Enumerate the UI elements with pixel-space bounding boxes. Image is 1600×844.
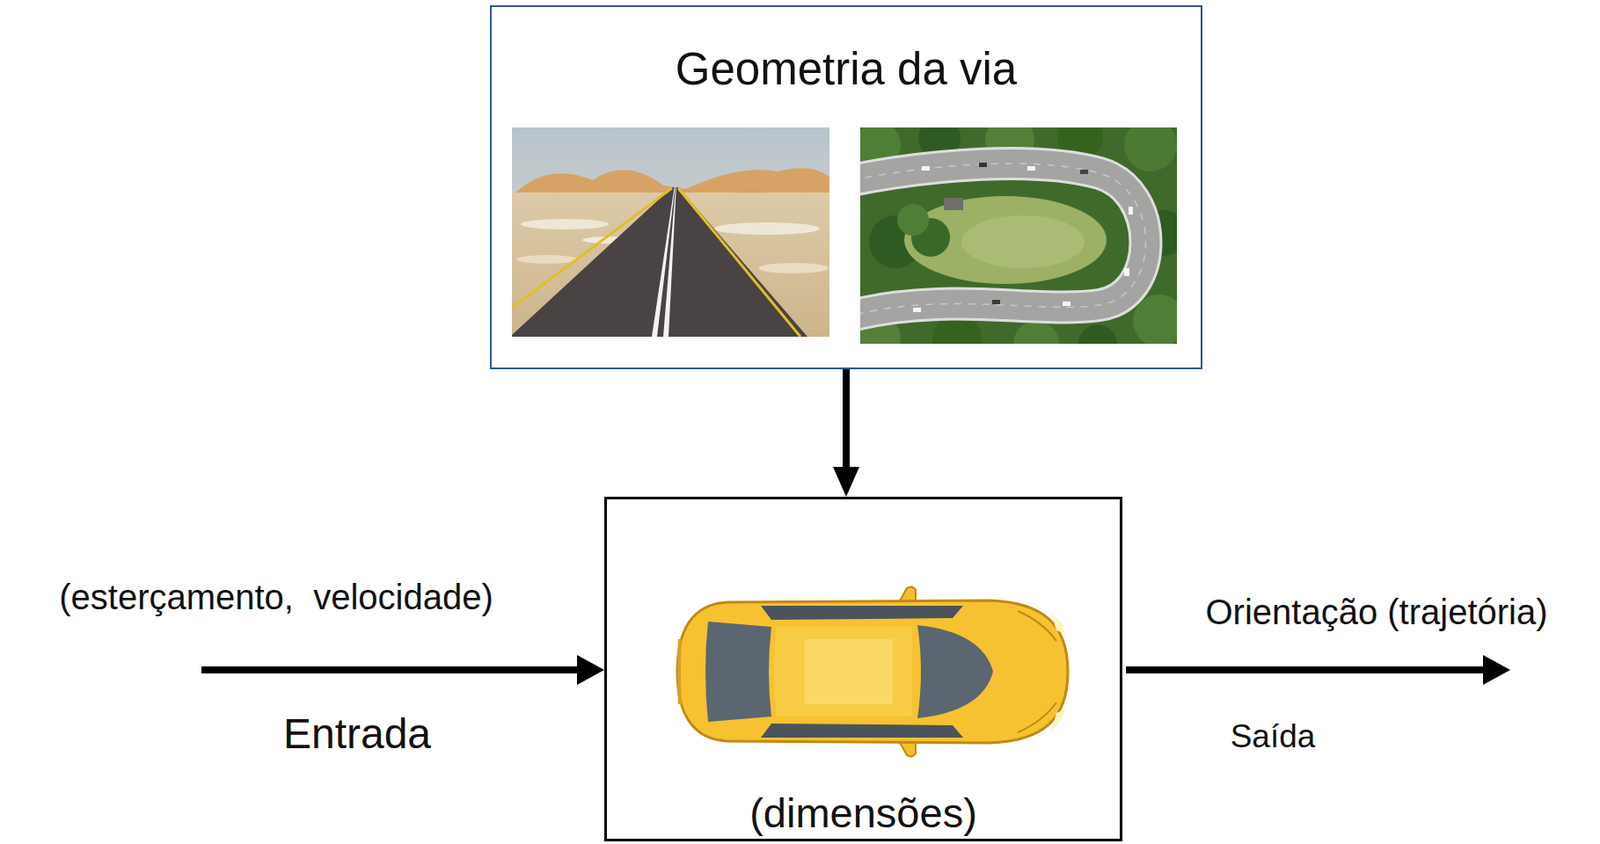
straight-road-photo-part xyxy=(663,187,677,337)
straight-road-photo-part xyxy=(758,263,829,274)
curved-road-photo-part xyxy=(1080,169,1089,175)
curved-road-photo-part xyxy=(1062,301,1071,307)
road-geometry-box: Geometria da via xyxy=(489,5,1203,370)
car-top-view-part xyxy=(760,723,964,738)
car-top-view-part xyxy=(774,627,913,717)
straight-road-photo-part xyxy=(678,188,801,337)
car-top-view-part xyxy=(760,606,964,621)
vehicle-box: (dimensões) xyxy=(604,496,1123,842)
curved-road-photo-part xyxy=(1124,127,1177,172)
input-arrow-part xyxy=(577,655,605,686)
straight-road-photo xyxy=(511,127,830,337)
input-arrow-part xyxy=(201,666,583,674)
curved-road-photo-part xyxy=(1078,324,1118,344)
output-label: Saída xyxy=(1230,718,1316,757)
curved-road-photo-part xyxy=(1128,206,1133,215)
curved-road-photo-part xyxy=(1027,166,1036,171)
straight-road-photo-part xyxy=(511,127,830,337)
car-top-view-part xyxy=(804,639,893,705)
curved-road-photo-part xyxy=(921,166,930,171)
output-arrow xyxy=(1125,655,1511,686)
curved-road-photo-part xyxy=(978,162,987,168)
car-top-view-part xyxy=(1017,702,1057,733)
car-top-view-part xyxy=(705,621,772,723)
box-title: (dimensões) xyxy=(749,789,978,838)
straight-road-photo-part xyxy=(520,219,609,230)
box-title: Geometria da via xyxy=(675,43,1017,96)
output-signal-label: Orientação (trajetória) xyxy=(1205,591,1548,633)
straight-road-photo-part xyxy=(516,255,578,264)
flow-arrow xyxy=(842,369,850,480)
curved-road-photo-part xyxy=(961,215,1085,269)
curved-road-photo-part xyxy=(897,204,929,236)
curved-road-photo-part xyxy=(904,196,1107,285)
output-arrow-part xyxy=(1483,655,1511,686)
input-signal-label: (esterçamento, velocidade) xyxy=(58,577,494,618)
curved-road-photo-part xyxy=(1013,321,1060,344)
curved-road-photo-part xyxy=(860,163,1147,316)
curved-road-photo-part xyxy=(943,197,964,211)
car-top-view-part xyxy=(1017,611,1057,642)
car-top-view-part xyxy=(677,600,1068,744)
input-label: Entrada xyxy=(283,709,432,759)
straight-road-photo-part xyxy=(714,222,820,235)
car-top-view xyxy=(677,586,1068,757)
curved-road-photo xyxy=(860,127,1177,344)
curved-road-photo-part xyxy=(860,163,1147,316)
car-top-view-part xyxy=(679,639,680,705)
curved-road-photo-part xyxy=(913,307,921,313)
curved-road-photo-part xyxy=(1124,268,1130,277)
output-arrow-part xyxy=(1125,666,1489,674)
straight-road-photo-part xyxy=(511,188,673,308)
car-top-view-part xyxy=(917,625,994,719)
curved-road-photo-part xyxy=(860,163,1147,316)
car-top-view-part xyxy=(1051,613,1066,635)
curved-road-photo-part xyxy=(992,299,1001,305)
straight-road-photo-part xyxy=(511,187,808,337)
car-top-view-part xyxy=(1051,709,1066,731)
input-arrow xyxy=(201,655,605,686)
